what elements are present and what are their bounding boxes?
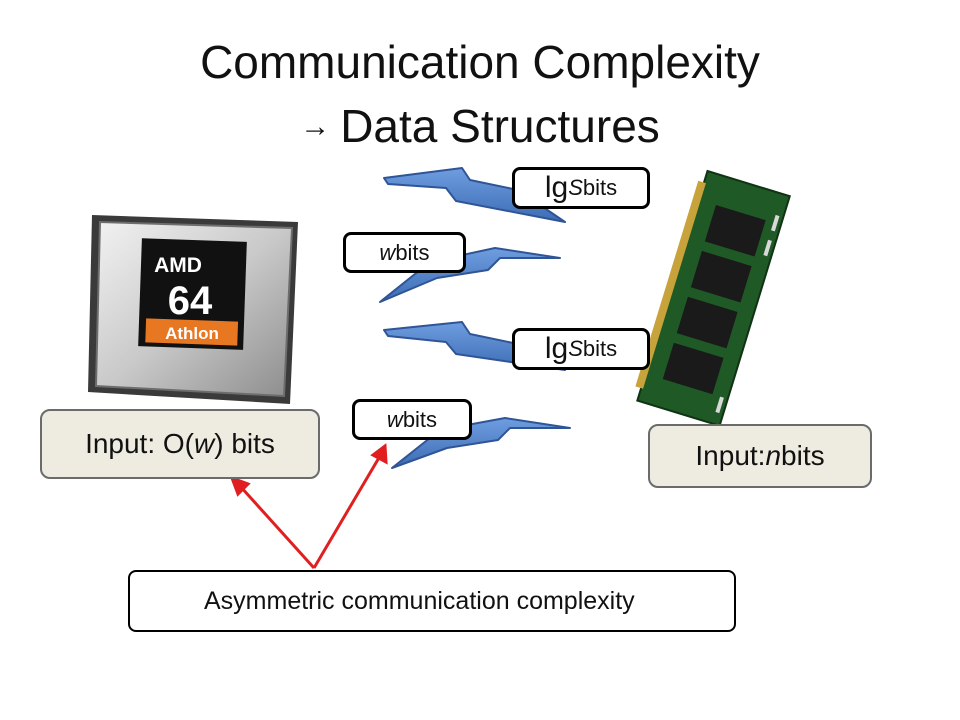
cpu-brand-text: AMD [154,254,202,277]
title-line-2: → Data Structures [0,98,960,155]
cpu-model-number-text: 64 [168,279,213,323]
arrow-to-cpu-input [238,484,316,570]
cpu-model-name-text: Athlon [165,324,219,343]
warning-text: Asymmetric communication complexity [204,587,635,615]
arrow-to-w-bits [312,455,382,569]
warning-callout: Asymmetric communication complexity [128,570,736,632]
cpu-chip-image: AMD 64 Athlon [88,215,298,404]
message-label-lg-s-bits-1: lg S bits [512,167,650,209]
memory-module-image [635,169,791,427]
message-label-lg-s-bits-2: lg S bits [512,328,650,370]
arrow-head-cpu-icon [229,475,251,497]
arrow-head-w-bits-icon [370,443,388,465]
title-line-2-text: Data Structures [340,100,660,152]
message-label-w-bits-1: w bits [343,232,466,273]
title-arrow: → [300,110,331,143]
message-label-w-bits-2: w bits [352,399,472,440]
memory-input-label: Input: n bits [648,424,872,488]
cpu-input-label: Input: O(w) bits [40,409,320,479]
title-line-1: Communication Complexity [200,36,760,88]
